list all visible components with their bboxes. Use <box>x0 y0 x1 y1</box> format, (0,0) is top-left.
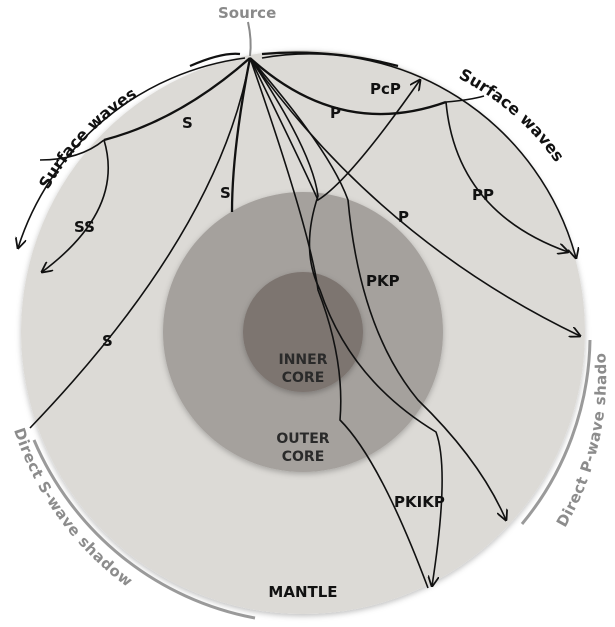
mantle-label: MANTLE <box>268 583 337 601</box>
wave-label-s-upper: S <box>182 114 193 132</box>
surface-wave-bracket-right <box>261 53 576 258</box>
wave-label-s-lower: S <box>102 332 113 350</box>
wave-label-p-lower: P <box>398 208 409 226</box>
ss-ray-left-cap <box>39 139 105 161</box>
inner-core-disc <box>243 272 363 392</box>
inner-core-label-line2: CORE <box>282 370 325 386</box>
s-ray-deep <box>29 57 251 429</box>
source-label: Source <box>218 4 276 22</box>
pp-ray-cap <box>445 95 485 103</box>
p-ray-shallow <box>249 57 447 116</box>
wave-label-ss: SS <box>74 218 95 236</box>
wave-label-pkp: PKP <box>366 272 400 290</box>
s-ray-shallow <box>103 57 251 142</box>
source-pointer <box>247 21 252 57</box>
crust-arc-top <box>189 52 241 68</box>
outer-core-label-line2: CORE <box>282 449 325 465</box>
p-wave-shadow-arc <box>520 339 592 525</box>
p-ray-deep <box>249 57 580 336</box>
pkikp-ray <box>249 57 429 589</box>
pcp-ray <box>249 57 420 202</box>
wave-label-s-mid: S <box>220 184 231 202</box>
pkp-ray-a <box>249 57 506 520</box>
s-wave-shadow-arc <box>32 439 256 620</box>
wave-label-pp: PP <box>472 186 494 204</box>
pp-ray <box>445 101 568 252</box>
inner-core-label-line1: INNER <box>279 352 328 368</box>
pkp-ray-b <box>249 57 443 586</box>
surface-wave-bracket-left <box>18 57 246 248</box>
ss-ray <box>42 139 109 272</box>
wave-label-pkikp: PKIKP <box>394 493 445 511</box>
wave-label-pcp: PcP <box>370 80 401 98</box>
wave-label-p-upper: P <box>330 104 341 122</box>
outer-core-label-line1: OUTER <box>276 431 329 447</box>
